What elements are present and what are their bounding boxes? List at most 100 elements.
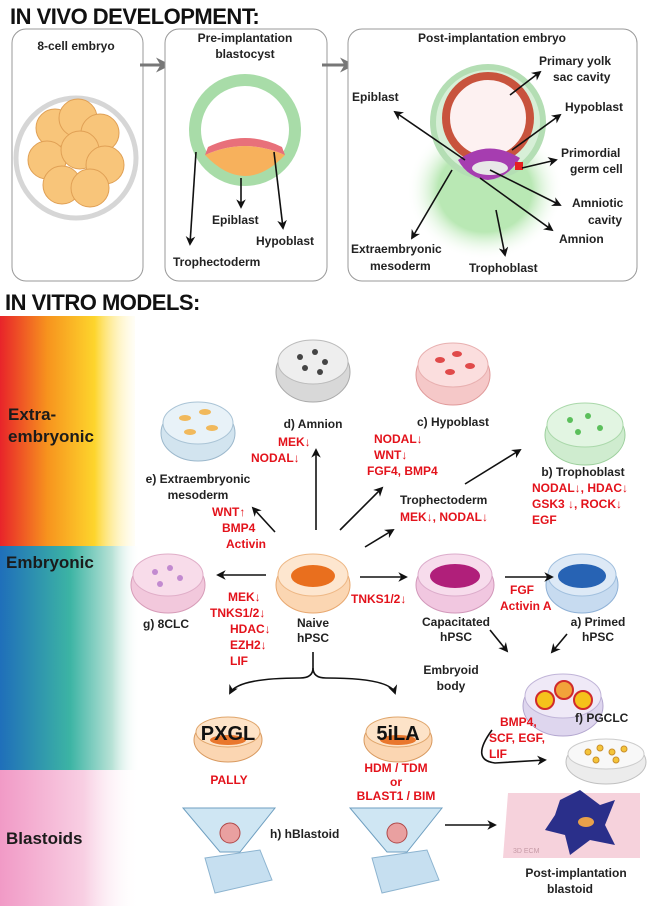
blastocyst-hypoblast-label: Hypoblast [256, 234, 314, 248]
trophectoderm-factor: MEK↓, NODAL↓ [400, 510, 488, 524]
primed-factor: FGF [510, 583, 534, 597]
hypoblast-factor: NODAL↓ [374, 432, 423, 446]
amniotic-label-l1: Amniotic [572, 196, 624, 210]
primed-label-l2: hPSC [582, 630, 614, 644]
post-blastoid-label-l1: Post-implantation [525, 866, 626, 880]
blastocyst-epiblast-label: Epiblast [212, 213, 259, 227]
exmeso-label-l1: Extraembryonic [351, 242, 442, 256]
blastocyst-epiblast [205, 146, 285, 176]
exmeso-label-l2: mesoderm [168, 488, 229, 502]
dish-8clc [130, 553, 206, 614]
band-embryonic-label: Embryonic [6, 553, 94, 572]
pxgl-dish-label: PXGL [201, 723, 255, 745]
amnion-factor: MEK↓ [278, 435, 311, 449]
band-extraembryonic [0, 316, 135, 546]
dish-trophoblast [544, 402, 626, 466]
band-embryonic [0, 546, 140, 770]
8clc-factor: HDAC↓ [230, 622, 271, 636]
pgclc-factor: BMP4, [500, 715, 537, 729]
embryo-epiblast-label: Epiblast [352, 90, 399, 104]
band-extra-label-l2: embryonic [8, 427, 94, 446]
blastocyst-title-l2: blastocyst [215, 47, 274, 61]
exmeso-factor: Activin [226, 537, 266, 551]
amnion-factor: NODAL↓ [251, 451, 300, 465]
amnion-label: d) Amnion [284, 417, 343, 431]
exmeso-label-l2: mesoderm [370, 259, 431, 273]
arrows [216, 448, 568, 830]
trophectoderm-label: Trophectoderm [400, 493, 487, 507]
embryoid-label-l2: body [437, 679, 466, 693]
stage-post-implantation: Post-implantation embryo Primary yolk sa… [347, 28, 638, 282]
yolk-label-l2: sac cavity [553, 70, 611, 84]
dish-primed-hpsc [545, 553, 619, 614]
pgclc-factor: SCF, EGF, [489, 731, 545, 745]
in-vitro-title: IN VITRO MODELS: [5, 290, 200, 315]
hypoblast-label: c) Hypoblast [417, 415, 489, 429]
naive-label-l1: Naive [297, 616, 329, 630]
primed-factor: Activin A [500, 599, 552, 613]
capacitated-factor: TNKS1/2↓ [351, 592, 406, 606]
yolk-label-l1: Primary yolk [539, 54, 611, 68]
8clc-label: g) 8CLC [143, 617, 189, 631]
8clc-factor: LIF [230, 654, 248, 668]
5ila-factor: or [390, 775, 402, 789]
ecm-label: 3D ECM [513, 848, 540, 855]
in-vivo-title: IN VIVO DEVELOPMENT: [10, 4, 259, 29]
5ila-factor: HDM / TDM [364, 761, 427, 775]
band-blastoids [0, 770, 140, 906]
stage-8-cell-title: 8-cell embryo [37, 39, 114, 53]
pxgl-factor: PALLY [210, 773, 247, 787]
dish-hypoblast [415, 342, 491, 406]
dish-extraembryonic-mesoderm [160, 401, 236, 462]
hypoblast-factor: WNT↓ [374, 448, 407, 462]
band-blastoids-label: Blastoids [6, 829, 83, 848]
capacitated-label-l2: hPSC [440, 630, 472, 644]
trophoblast-label: Trophoblast [469, 261, 538, 275]
trophoblast-factor: EGF [532, 513, 557, 527]
pgc-label-l1: Primordial [561, 146, 620, 160]
band-extra-label-l1: Extra- [8, 405, 56, 424]
post-implantation-blastoid-image: 3D ECM [503, 790, 640, 858]
exmeso-factor: WNT↑ [212, 505, 245, 519]
8clc-factor: TNKS1/2↓ [210, 606, 265, 620]
dish-capacitated-hpsc [415, 553, 495, 614]
pgclc-label: f) PGCLC [575, 711, 629, 725]
pgc-label-l2: germ cell [570, 162, 623, 176]
embryo-hypoblast-label: Hypoblast [565, 100, 623, 114]
5ila-dish-label: 5iLA [376, 723, 419, 745]
blastomere-cells [27, 98, 125, 208]
primordial-germ-cell [515, 162, 523, 170]
stage-blastocyst: Pre-implantation blastocyst Epiblast Hyp… [164, 28, 328, 282]
blastocyst-trophectoderm-label: Trophectoderm [173, 255, 260, 269]
amniotic-cavity [472, 161, 508, 175]
dish-5ila: 5iLA [363, 716, 433, 763]
blastocyst-title-l1: Pre-implantation [198, 31, 293, 45]
trophoblast-label: b) Trophoblast [541, 465, 624, 479]
8clc-factor: EZH2↓ [230, 638, 267, 652]
blastocyst-hypoblast [205, 138, 285, 155]
blastoid-well-pxgl [181, 807, 277, 894]
post-implantation-title: Post-implantation embryo [418, 31, 566, 45]
stage-8-cell-embryo: 8-cell embryo [11, 28, 144, 282]
pgclc-factor: LIF [489, 747, 507, 761]
dish-embryoid-body [522, 673, 604, 737]
blastoid-well-5ila [348, 807, 444, 894]
8clc-factor: MEK↓ [228, 590, 261, 604]
capacitated-label-l1: Capacitated [422, 615, 490, 629]
dish-amnion [275, 339, 351, 403]
dish-pxgl: PXGL [193, 716, 263, 763]
trophoblast-factor: GSK3 ↓, ROCK↓ [532, 497, 622, 511]
post-blastoid-label-l2: blastoid [547, 882, 593, 896]
amnion-label: Amnion [559, 232, 604, 246]
embryoid-label-l1: Embryoid [423, 663, 478, 677]
amniotic-label-l2: cavity [588, 213, 622, 227]
trophoblast-factor: NODAL↓, HDAC↓ [532, 481, 628, 495]
exmeso-label-l1: e) Extraembryonic [146, 472, 251, 486]
dish-pgclc [565, 738, 647, 785]
5ila-factor: BLAST1 / BIM [357, 789, 436, 803]
hypoblast-factor: FGF4, BMP4 [367, 464, 438, 478]
exmeso-factor: BMP4 [222, 521, 256, 535]
naive-label-l2: hPSC [297, 631, 329, 645]
